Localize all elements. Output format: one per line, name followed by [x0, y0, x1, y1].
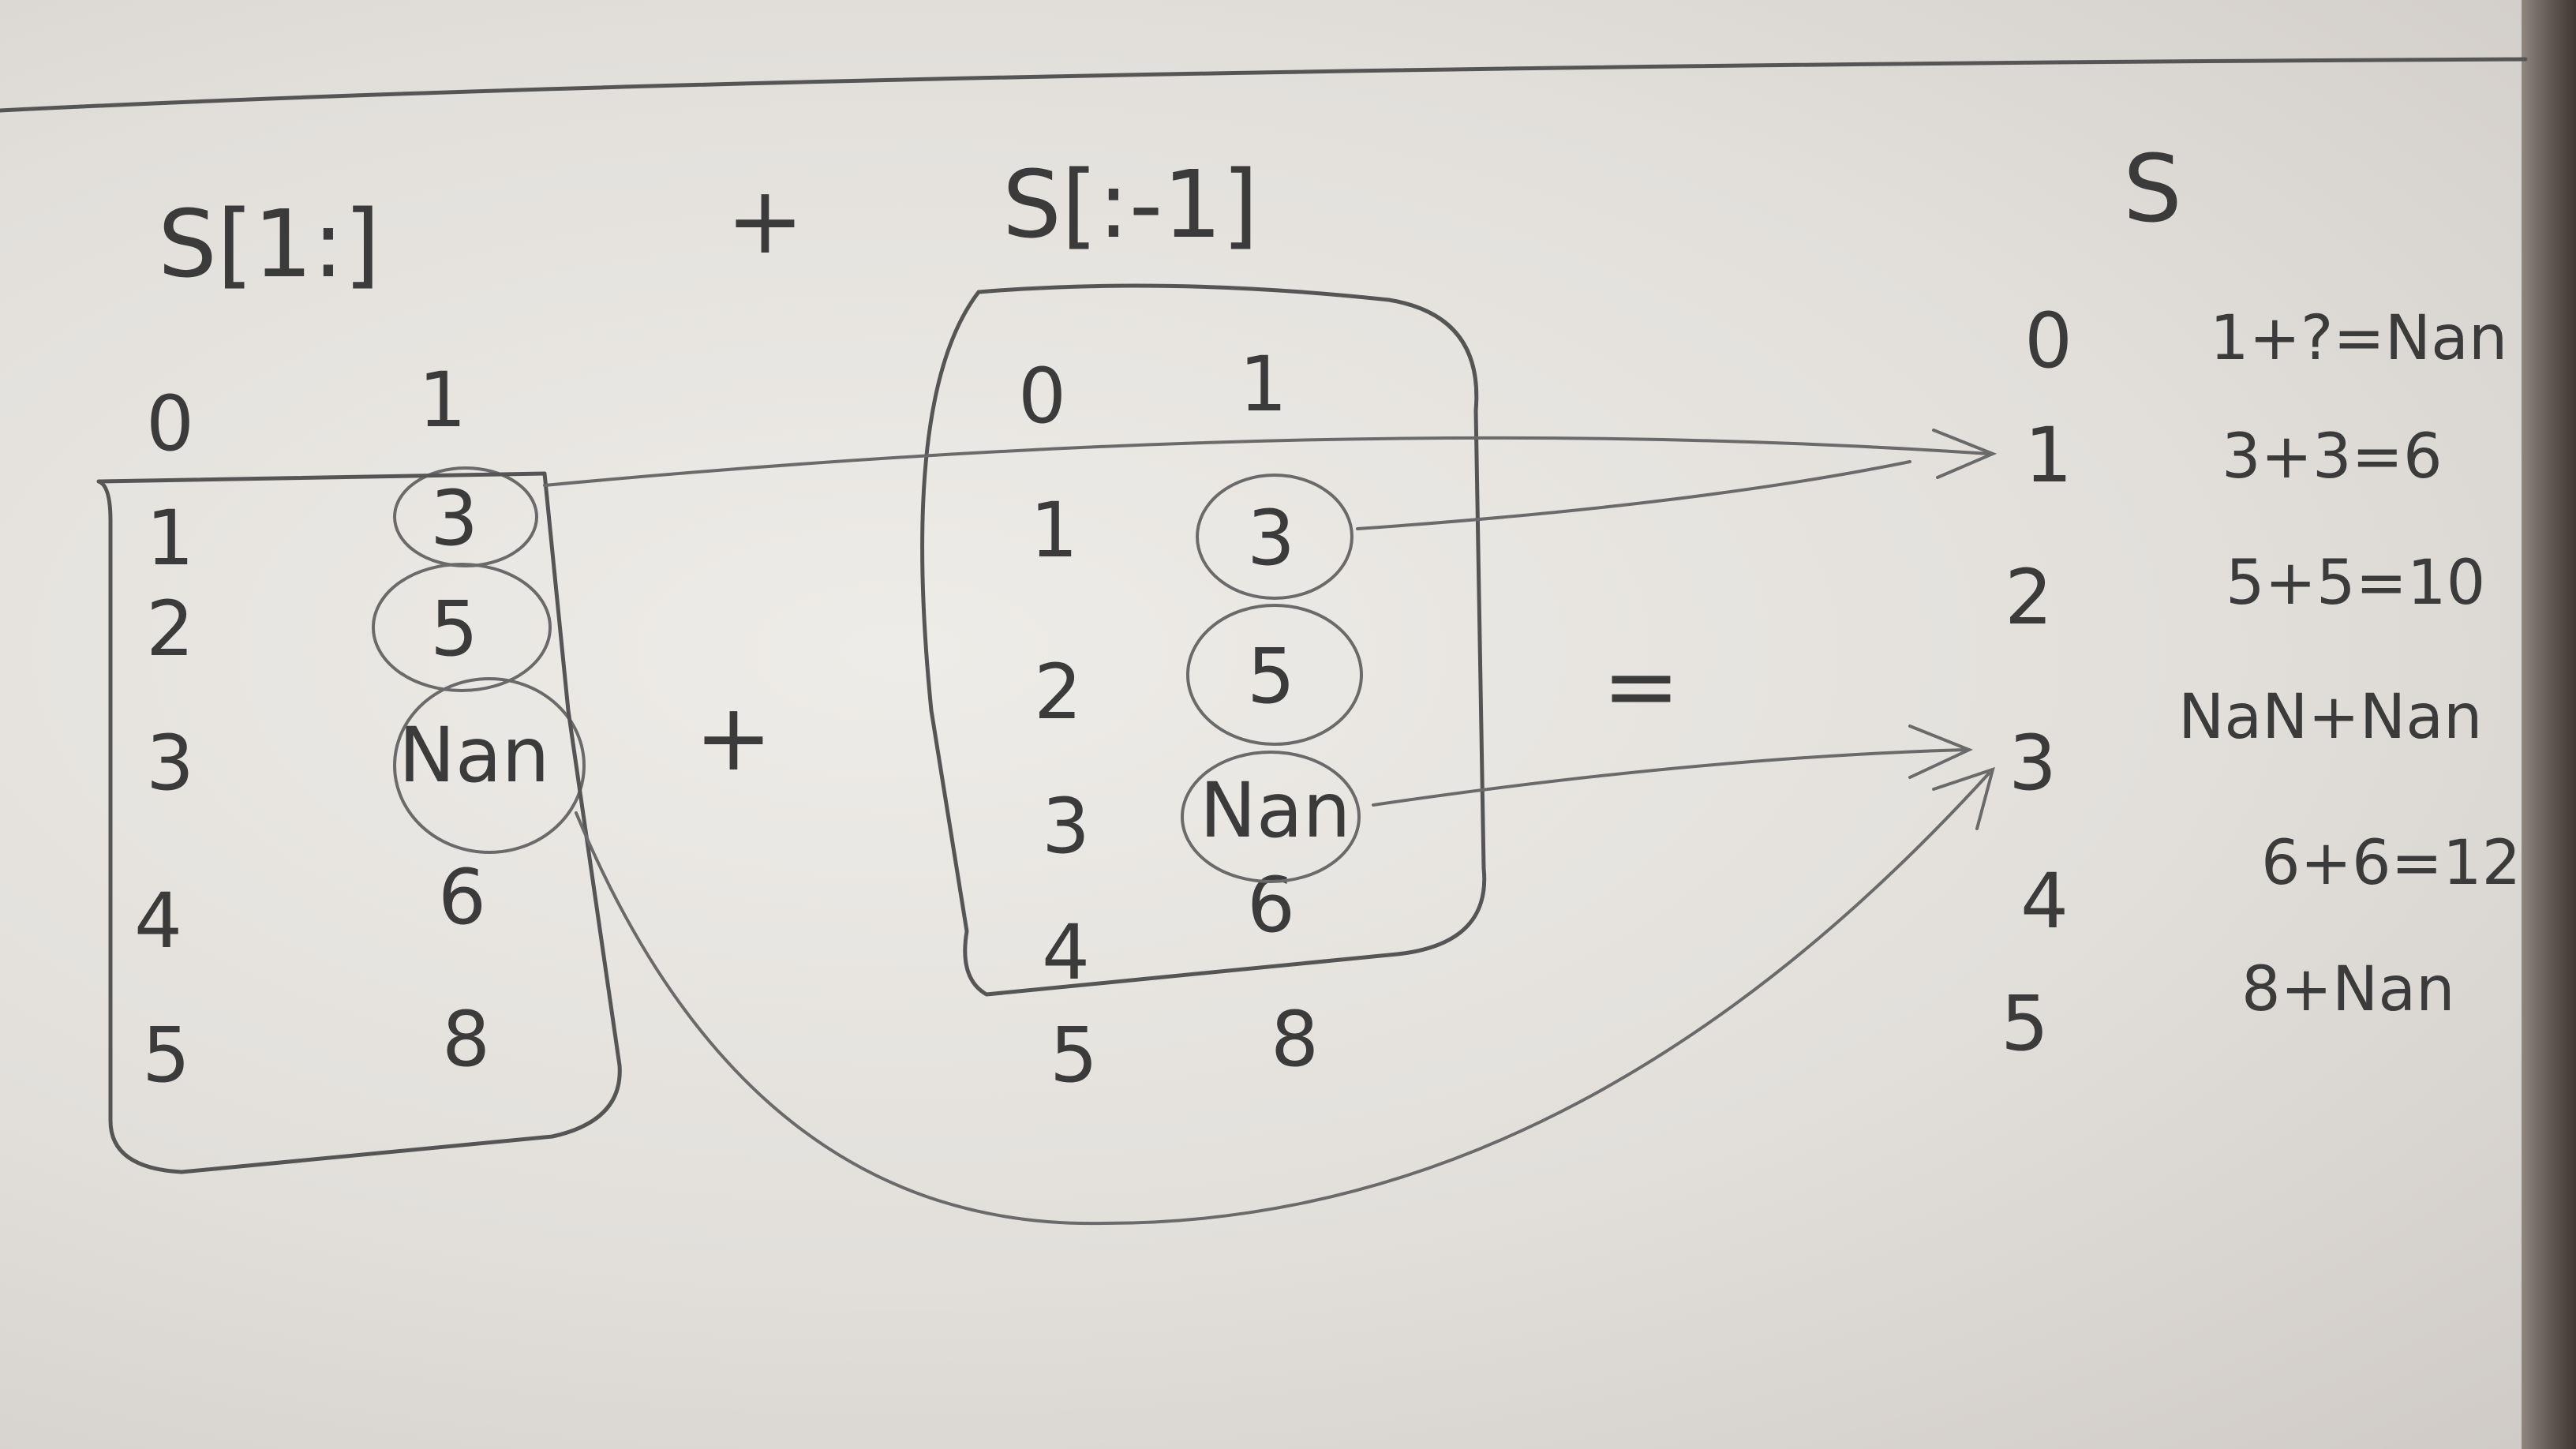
left-index-2: 2 — [146, 585, 194, 673]
left-index-1: 1 — [146, 494, 194, 582]
result-series: 0 1 2 3 4 5 1+?=Nan 3+3=6 5+5=10 NaN+Nan… — [2001, 297, 2521, 1068]
mid-value-1: 3 — [1247, 494, 1295, 582]
result-index-4: 4 — [2020, 857, 2069, 945]
circle-mid-nan — [1181, 751, 1361, 883]
arrowhead-curve — [1932, 766, 1995, 830]
middle-series: 0 1 2 3 4 5 1 3 5 Nan 6 8 — [920, 283, 1487, 1099]
result-expr-0: 1+?=Nan — [2210, 303, 2507, 374]
arrow-left-3-to-1 — [543, 436, 1990, 487]
left-value-4: 6 — [438, 853, 486, 942]
left-value-5: 8 — [442, 995, 490, 1084]
mid-index-3: 3 — [1042, 782, 1090, 871]
mid-value-2: 5 — [1247, 632, 1295, 721]
header-right: S — [2123, 134, 2182, 243]
result-index-0: 0 — [2024, 297, 2072, 385]
mid-value-3: Nan — [1200, 766, 1350, 855]
equals-operator: = — [1602, 631, 1680, 740]
arrowhead-3 — [1908, 724, 1974, 779]
left-index-0: 0 — [146, 380, 194, 468]
result-index-5: 5 — [2001, 979, 2049, 1068]
left-series: 0 1 2 3 4 5 1 3 5 Nan 6 8 — [96, 356, 622, 1174]
left-index-5: 5 — [142, 1011, 190, 1099]
circle-left-5 — [372, 563, 552, 692]
header-left: S[1:] — [158, 189, 380, 298]
circle-mid-5 — [1186, 604, 1363, 746]
result-expr-2: 5+5=10 — [2226, 548, 2485, 619]
mid-value-4: 6 — [1247, 861, 1295, 949]
mid-value-0: 1 — [1239, 340, 1287, 429]
arrows — [543, 429, 1998, 1226]
left-value-1: 3 — [430, 474, 478, 563]
result-expr-4: 6+6=12 — [2261, 828, 2521, 899]
result-index-3: 3 — [2009, 719, 2057, 807]
left-value-3: Nan — [399, 711, 549, 799]
result-expr-1: 3+3=6 — [2222, 421, 2443, 492]
left-index-3: 3 — [146, 719, 194, 807]
result-index-2: 2 — [2005, 553, 2053, 642]
middle-box — [920, 283, 1487, 997]
mid-index-0: 0 — [1018, 352, 1066, 440]
arrowhead-1 — [1932, 429, 1998, 479]
mid-index-1: 1 — [1030, 486, 1078, 575]
paper-edge — [2522, 0, 2576, 1449]
arrow-left-nan-to-3 — [575, 772, 1990, 1226]
header-middle: S[:-1] — [1002, 150, 1258, 259]
circle-mid-3 — [1196, 474, 1354, 600]
left-index-4: 4 — [134, 877, 182, 965]
mid-value-5: 8 — [1271, 995, 1319, 1084]
arrow-mid-3-to-1 — [1356, 460, 1911, 530]
mid-index-5: 5 — [1050, 1011, 1098, 1099]
left-value-2: 5 — [430, 585, 478, 673]
result-expr-3: NaN+Nan — [2178, 682, 2482, 753]
result-expr-5: 8+Nan — [2241, 954, 2455, 1025]
mid-index-2: 2 — [1034, 648, 1082, 736]
mid-index-4: 4 — [1042, 908, 1090, 997]
circle-left-nan — [393, 677, 586, 854]
result-index-1: 1 — [2024, 411, 2072, 500]
ruled-line — [0, 57, 2528, 113]
left-value-0: 1 — [418, 356, 466, 444]
arrow-mid-nan-to-3 — [1372, 748, 1967, 807]
header-plus: + — [726, 166, 804, 275]
plus-operator: + — [695, 683, 773, 792]
left-box — [96, 471, 622, 1174]
